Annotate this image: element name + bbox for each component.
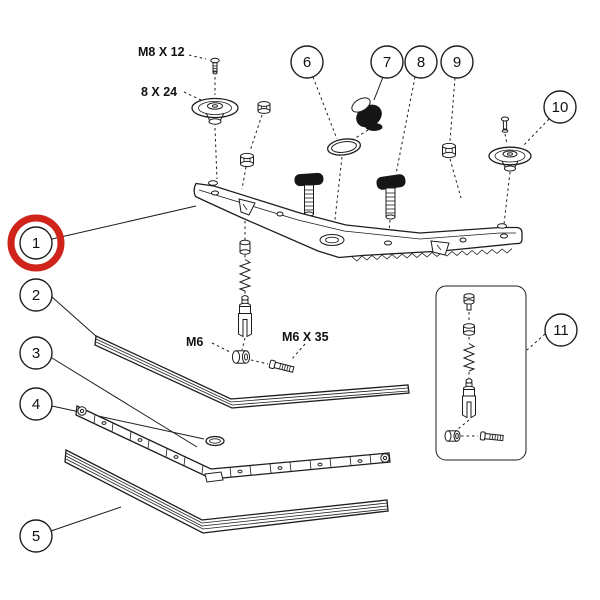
- part-rail: [75, 405, 391, 483]
- part-screw-top-right: [500, 116, 510, 133]
- callout-10-number: 10: [552, 99, 569, 116]
- part-blade-top: [94, 335, 410, 409]
- part-knob-black: [351, 97, 383, 131]
- part-roller-m6: [231, 350, 251, 364]
- alignment-line: [214, 127, 218, 180]
- callout-7[interactable]: 7: [370, 45, 404, 79]
- alignment-line: [388, 219, 391, 234]
- alignment-line: [457, 419, 470, 430]
- callout-5-number: 5: [32, 528, 40, 545]
- leader-line-5: [50, 506, 122, 532]
- callout-8-number: 8: [417, 54, 425, 71]
- inset-pin: [479, 431, 504, 442]
- leader-line-10: [522, 118, 550, 147]
- leader-line-11: [526, 333, 546, 351]
- part-bolt-m6x35: [268, 359, 295, 373]
- leader-line-7: [373, 76, 384, 101]
- callout-1-number: 1: [32, 235, 40, 252]
- label-8x24: 8 X 24: [141, 85, 177, 99]
- part-fork: [238, 295, 252, 338]
- alignment-line: [241, 166, 247, 190]
- part-spring: [238, 259, 252, 292]
- alignment-line: [211, 342, 231, 353]
- label-m6x35: M6 X 35: [282, 330, 329, 344]
- leader-line-2: [51, 296, 98, 338]
- highlight-ring: [7, 214, 65, 272]
- part-screw-m8x12: [210, 57, 220, 75]
- callout-9[interactable]: 9: [440, 45, 474, 79]
- part-main-bracket: [193, 180, 523, 262]
- callout-11[interactable]: 11: [544, 313, 578, 347]
- inset-box: [435, 285, 527, 461]
- alignment-line: [333, 156, 343, 229]
- label-m6: M6: [186, 335, 203, 349]
- inset-spring: [462, 343, 476, 372]
- alignment-line: [290, 343, 306, 361]
- part-blade-bottom: [64, 448, 389, 534]
- alignment-line: [504, 133, 508, 145]
- part-wheel-left: [191, 97, 239, 125]
- part-nut-lower: [240, 152, 254, 168]
- part-wheel-right: [488, 146, 532, 172]
- part-nut-right: [442, 142, 456, 159]
- inset-bolt: [463, 293, 475, 311]
- alignment-line: [503, 171, 511, 225]
- alignment-line: [449, 158, 462, 199]
- callout-4[interactable]: 4: [19, 387, 53, 421]
- callout-3-number: 3: [32, 345, 40, 362]
- alignment-line: [241, 337, 246, 351]
- leader-line-6: [312, 76, 338, 140]
- callout-10[interactable]: 10: [543, 90, 577, 124]
- part-tknob-left: [294, 172, 324, 217]
- callout-5[interactable]: 5: [19, 519, 53, 553]
- alignment-line: [183, 91, 204, 102]
- leader-line-9: [449, 77, 456, 142]
- callout-6-number: 6: [303, 54, 311, 71]
- inset-roller: [444, 430, 461, 442]
- leader-line-8: [395, 76, 416, 175]
- part-tknob-right: [376, 174, 406, 220]
- leader-line-1: [51, 205, 197, 240]
- alignment-line: [250, 359, 269, 365]
- label-m8x12: M8 X 12: [138, 45, 185, 59]
- inset-fork: [462, 378, 476, 419]
- inset-nut: [463, 323, 475, 336]
- alignment-line: [188, 54, 207, 60]
- callout-9-number: 9: [453, 54, 461, 71]
- callout-7-number: 7: [383, 54, 391, 71]
- callout-11-number: 11: [553, 322, 569, 339]
- callout-2[interactable]: 2: [19, 278, 53, 312]
- callout-8[interactable]: 8: [404, 45, 438, 79]
- alignment-line: [249, 114, 263, 152]
- part-o-ring: [205, 435, 225, 447]
- callout-6[interactable]: 6: [290, 45, 324, 79]
- callout-4-number: 4: [32, 396, 40, 413]
- part-oval-seal: [326, 138, 362, 156]
- callout-1[interactable]: 1: [19, 226, 53, 260]
- callout-3[interactable]: 3: [19, 336, 53, 370]
- part-spacer: [239, 239, 251, 255]
- callout-2-number: 2: [32, 287, 40, 304]
- part-nut-upper: [257, 101, 271, 114]
